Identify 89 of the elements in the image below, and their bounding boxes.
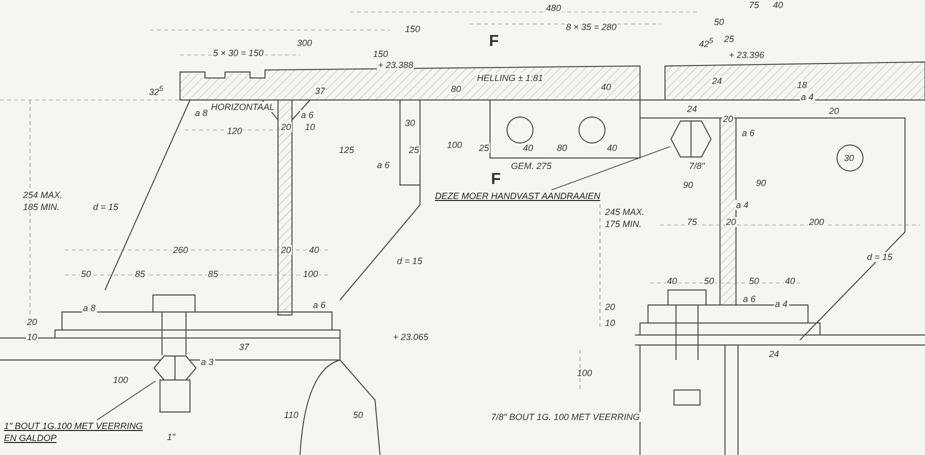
dimension-text: 50 [352,410,364,420]
dimension-text: a 4 [800,92,815,102]
dimension-text: 32$^{5}$ [148,84,164,97]
dimension-text: 24 [686,104,698,114]
dimension-text: 40 [600,82,612,92]
dimension-text: 10 [604,318,616,328]
dimension-text: 24 [768,349,780,359]
leader-line [551,146,670,190]
dimension-text: 40 [522,143,534,153]
dimension-text: 100 [446,140,464,150]
dimension-text: d = 15 [92,202,120,212]
dimension-text: + 23.065 [392,332,430,342]
dimension-text: d = 15 [866,252,894,262]
dimension-text: 100 [576,368,594,378]
dimension-text: 245 MAX. [604,207,646,217]
dimension-text: 7/8" [688,161,706,171]
dimension-text: 80 [450,84,462,94]
dimension-text: 150 [372,49,390,59]
dimension-text: 50 [748,276,760,286]
dimension-text: 10 [304,122,316,132]
note-text: 7/8" BOUT 1G. 100 MET VEERRING [490,412,641,422]
dimension-text: 50 [80,269,92,279]
dimension-text: 20 [26,317,38,327]
dimension-text: 50 [713,17,726,27]
dimension-text: 175 MIN. [604,219,643,229]
dimension-text: 120 [226,126,244,136]
dimension-text: 1" [166,432,176,442]
dimension-text: 90 [682,180,694,190]
dimension-text: 90 [755,178,768,188]
dimension-text: a 6 [376,160,391,170]
dimension-text: 40 [772,0,784,10]
dimension-text: a 6 [300,110,315,120]
dimension-text: 24 [711,76,724,86]
dimension-text: 254 MAX. [22,190,64,200]
dimension-text: a 6 [312,300,327,310]
dimension-text: a 4 [735,200,750,210]
dimension-text: 75 [748,0,760,10]
dimension-text: HORIZONTAAL [210,102,276,112]
dimension-text: 25 [408,145,420,155]
dimension-text: 150 [404,24,422,34]
dimension-text: a 6 [742,294,757,304]
dimension-text: 260 [172,245,190,255]
dimension-text: 75 [686,217,698,227]
dimension-text: 125 [338,145,356,155]
dimension-text: a 3 [200,357,215,367]
dimension-text: 20 [280,122,292,132]
dimension-text: 100 [112,375,130,385]
dimension-text: a 8 [82,303,97,313]
dimension-text: 10 [26,332,38,342]
dimension-text: 40 [308,245,320,255]
dimension-text: 480 [545,3,562,13]
leader-line [96,380,156,420]
dimension-text: 185 MIN. [22,202,61,212]
dimension-text: 5 × 30 = 150 [212,48,265,58]
dimension-text: 300 [296,38,314,48]
dimension-text: 37 [314,86,326,96]
dimension-text: 85 [134,269,146,279]
dimension-text: 25 [723,34,736,44]
dimension-text: 25 [478,143,490,153]
dimension-text: 40 [666,276,678,286]
nut-drawing [670,120,712,158]
dimension-text: 18 [796,80,808,90]
dimension-text: 8 × 35 = 280 [565,22,618,32]
dimension-text: 20 [280,245,292,255]
dimension-text: d = 15 [396,256,424,266]
dimension-text: 40 [784,276,796,286]
dimension-text: 200 [808,217,826,227]
dimension-text: 20 [725,217,738,227]
nut-drawing [153,355,197,381]
dimension-text: 20 [722,114,734,124]
dimension-text: a 6 [741,128,756,138]
dimension-text: 50 [703,276,716,286]
dimension-text: GEM. 275 [510,161,553,171]
dimension-text: 80 [556,143,568,153]
dimension-text: a 4 [774,299,789,309]
dimension-text: 42$^{5}$ [698,36,714,49]
dimension-text: 85 [207,269,220,279]
dimension-text: 110 [283,410,300,420]
dimension-text: 100 [302,269,320,279]
dimension-text: + 23.396 [728,50,766,60]
dimension-text: a 8 [194,108,209,118]
dimension-text: 20 [828,106,840,116]
dimension-text: + 23.388 [377,60,414,70]
dimension-text: 30 [404,118,416,128]
dimension-text: HELLING ± 1:81 [476,73,544,83]
dimension-text: 37 [238,342,250,352]
dimension-text: 20 [604,302,616,312]
dimension-text: 30 [843,153,856,163]
dimension-text: 40 [606,143,618,153]
